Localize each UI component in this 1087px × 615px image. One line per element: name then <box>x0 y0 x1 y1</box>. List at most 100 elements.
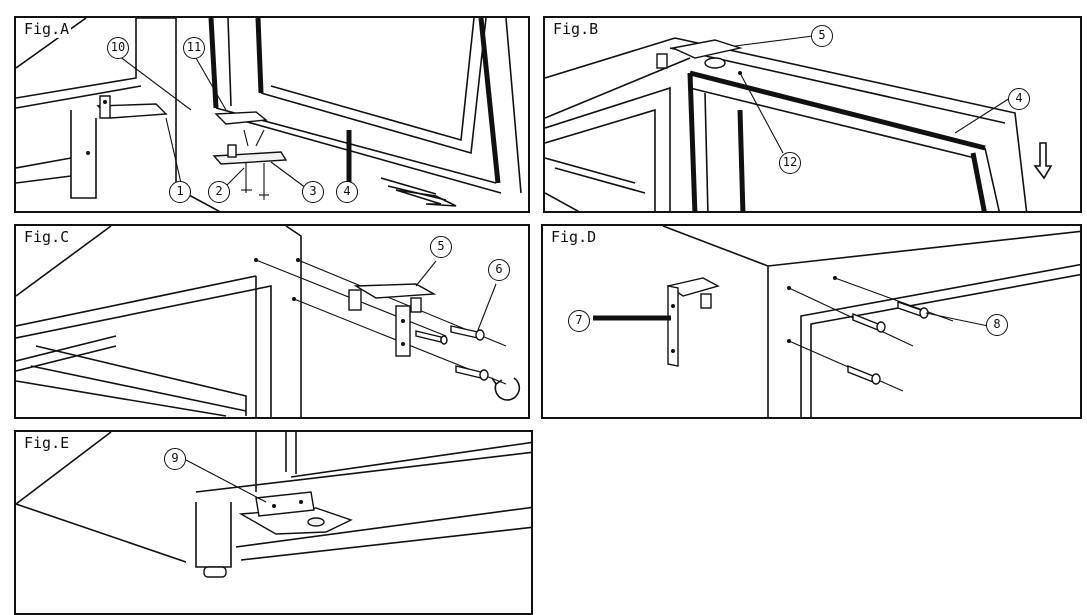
door-frame-inner-left <box>737 109 746 211</box>
screw <box>243 129 249 147</box>
rail-2 <box>30 365 247 412</box>
screw <box>255 129 265 147</box>
hinge-hole <box>671 349 675 353</box>
figure-a-panel: Fig.A 10 11 1 2 3 4 <box>14 16 530 213</box>
hinge-hole <box>272 504 276 508</box>
figure-e-label: Fig.E <box>22 434 72 452</box>
cabinet-edge <box>16 432 112 505</box>
hinge-leaf <box>395 305 411 357</box>
cabinet-side <box>136 18 177 188</box>
leader-9 <box>185 459 267 503</box>
bushing-plate <box>214 111 268 125</box>
screw-8b <box>897 301 929 319</box>
hinge-pin <box>704 57 726 69</box>
hinge-pin <box>227 144 237 158</box>
figure-d-panel: Fig.D 7 8 <box>541 224 1082 419</box>
cabinet-top-back <box>545 37 676 79</box>
cabinet-front <box>16 285 272 417</box>
callout-6: 6 <box>488 259 510 281</box>
callout-11: 11 <box>183 37 205 59</box>
shelf <box>16 335 117 362</box>
figure-b-panel: Fig.B 5 4 12 <box>543 16 1082 213</box>
door-outer-right <box>505 18 522 194</box>
cabinet-front <box>235 506 531 548</box>
door-edge <box>704 92 709 211</box>
cabinet-foot <box>203 566 227 578</box>
cabinet-inner <box>545 86 671 211</box>
shelf-2 <box>554 167 646 194</box>
leader-6 <box>477 283 497 331</box>
figure-e-drawing <box>16 432 531 578</box>
hinge-pin <box>700 293 712 309</box>
figure-e-panel: Fig.E 9 <box>14 430 533 615</box>
leader-2 <box>225 167 245 187</box>
callout-3: 3 <box>302 181 324 203</box>
door-glass <box>260 18 487 155</box>
callout-4: 4 <box>1008 88 1030 110</box>
callout-10: 10 <box>107 37 129 59</box>
cabinet-shelf <box>16 18 137 99</box>
hinge-pin <box>410 297 422 313</box>
axis-line <box>834 277 954 322</box>
hinge-leaf <box>255 491 315 517</box>
door-frame-right <box>970 152 987 211</box>
cabinet-front-2 <box>240 526 531 561</box>
figure-a-drawing <box>16 18 522 211</box>
leader-5 <box>734 35 814 47</box>
axis-line <box>788 340 904 392</box>
screw-6c <box>455 365 489 381</box>
shelf <box>545 157 636 184</box>
callout-9: 9 <box>164 448 186 470</box>
leader-10 <box>118 55 192 111</box>
door-frame-left <box>208 18 219 109</box>
door-top <box>669 47 1006 124</box>
door-glass-inner <box>270 18 475 142</box>
screw-8 <box>852 312 886 333</box>
hinge-leaf <box>667 285 679 367</box>
shelf-3 <box>545 192 580 211</box>
cabinet-left-corner <box>662 226 769 417</box>
leader-3 <box>270 161 307 189</box>
callout-1: 1 <box>169 181 191 203</box>
arrow-right-icon <box>380 177 457 207</box>
leader-5 <box>415 260 437 287</box>
hinge-bracket <box>99 95 111 119</box>
door-frame-top <box>689 70 986 151</box>
top-hinge <box>670 39 743 59</box>
axis-line <box>788 287 914 347</box>
callout-2: 2 <box>208 181 230 203</box>
cabinet-top-right <box>674 37 1028 211</box>
hinge-pin <box>307 517 325 527</box>
leader-12 <box>739 72 784 154</box>
door-frame-inner <box>255 18 264 94</box>
cabinet-door-edge <box>800 263 1080 417</box>
door-edge <box>227 18 232 107</box>
leader-1 <box>165 117 182 184</box>
hinge-bracket <box>348 289 362 311</box>
door-frame-right-outer <box>984 147 1000 211</box>
screw-hole <box>103 100 107 104</box>
cabinet-edge <box>16 18 87 69</box>
door-bottom <box>290 441 531 478</box>
figure-d-label: Fig.D <box>549 228 599 246</box>
cabinet-shelf-edge <box>16 85 142 109</box>
screw-6b <box>415 330 448 345</box>
figure-b-label: Fig.B <box>551 20 601 38</box>
rail-3 <box>35 345 247 416</box>
hinge-plate <box>353 283 437 299</box>
callout-12: 12 <box>779 152 801 174</box>
callout-7: 7 <box>568 310 590 332</box>
figure-d-drawing <box>593 226 1080 417</box>
bottom-hinge-part <box>212 151 288 165</box>
screw-6 <box>450 325 485 341</box>
cabinet-base <box>16 157 72 169</box>
callout-8: 8 <box>986 314 1008 336</box>
cabinet-top-edge <box>767 230 1080 267</box>
hinge-hole <box>401 319 405 323</box>
callout-5: 5 <box>430 236 452 258</box>
cabinet-leg <box>195 502 232 568</box>
hinge-hole <box>401 342 405 346</box>
leader-11 <box>195 57 227 111</box>
door-bottom-2 <box>225 115 502 194</box>
screw-8c <box>847 364 881 385</box>
